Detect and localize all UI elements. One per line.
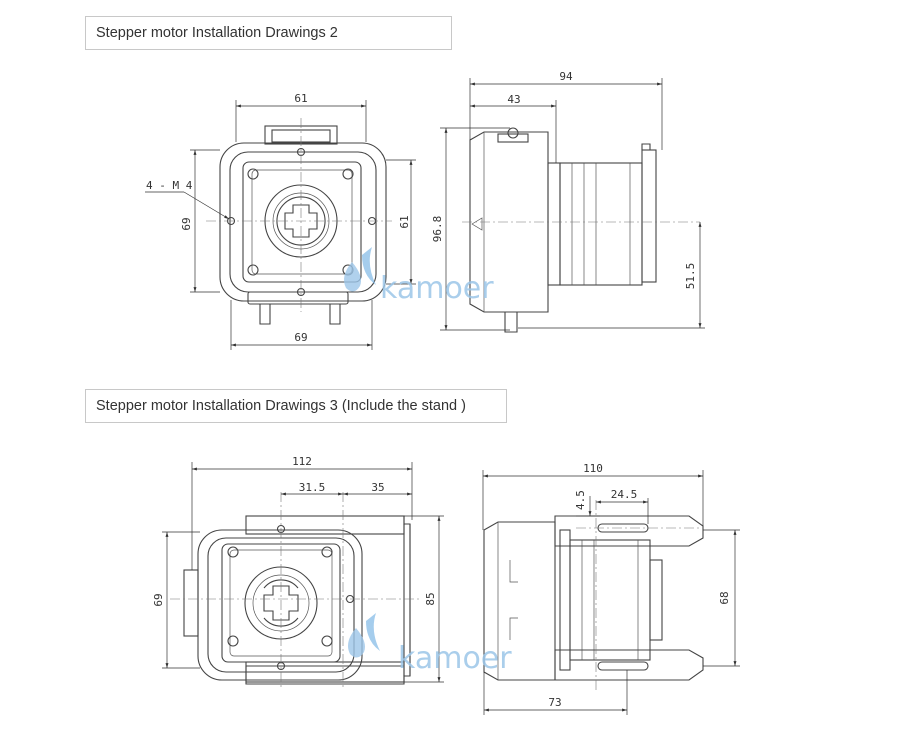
drawing3-side-view: 110 24.5 4.5 68 73: [482, 462, 740, 715]
dim-side-head-length: 43: [507, 93, 520, 106]
drawing2-side-view: 94 43 96.8 51.5: [431, 70, 705, 333]
watermark-brand-text: kamoer: [380, 271, 494, 306]
dim-stand-slot-offset: 4.5: [574, 490, 587, 510]
drawing3-front-view: 112 31.5 35 69 85: [152, 455, 444, 690]
dim-front-width-bottom: 69: [294, 331, 307, 344]
watermark-brand-text-2: kamoer: [398, 641, 512, 676]
dim-stand-side-overall-length: 110: [583, 462, 603, 475]
dim-stand-overall-width: 112: [292, 455, 312, 468]
kamoer-watermark-logo: kamoer: [344, 247, 494, 306]
hole-callout: 4 - M 4: [146, 179, 193, 192]
dim-stand-hole-spacing: 31.5: [299, 481, 326, 494]
drawing2-front-view: 61 69 61 69 4 - M 4: [145, 92, 416, 350]
dim-stand-bottom-length: 73: [548, 696, 561, 709]
dim-front-height-left: 69: [180, 217, 193, 230]
kamoer-watermark-logo-2: kamoer: [348, 613, 512, 676]
dim-stand-slot-length: 24.5: [611, 488, 638, 501]
section-label-drawings-2: Stepper motor Installation Drawings 2: [85, 16, 452, 50]
dim-front-width-top: 61: [294, 92, 307, 105]
dim-stand-side-height: 68: [718, 591, 731, 604]
dim-front-height-right: 61: [398, 215, 411, 228]
dim-side-overall-length: 94: [559, 70, 573, 83]
dim-side-total-height: 96.8: [431, 216, 444, 243]
dim-side-shaft-height: 51.5: [684, 263, 697, 290]
dim-stand-height-right: 85: [424, 592, 437, 605]
section-label-drawings-3: Stepper motor Installation Drawings 3 (I…: [85, 389, 507, 423]
dim-stand-height-left: 69: [152, 593, 165, 606]
dim-stand-edge-offset: 35: [371, 481, 384, 494]
